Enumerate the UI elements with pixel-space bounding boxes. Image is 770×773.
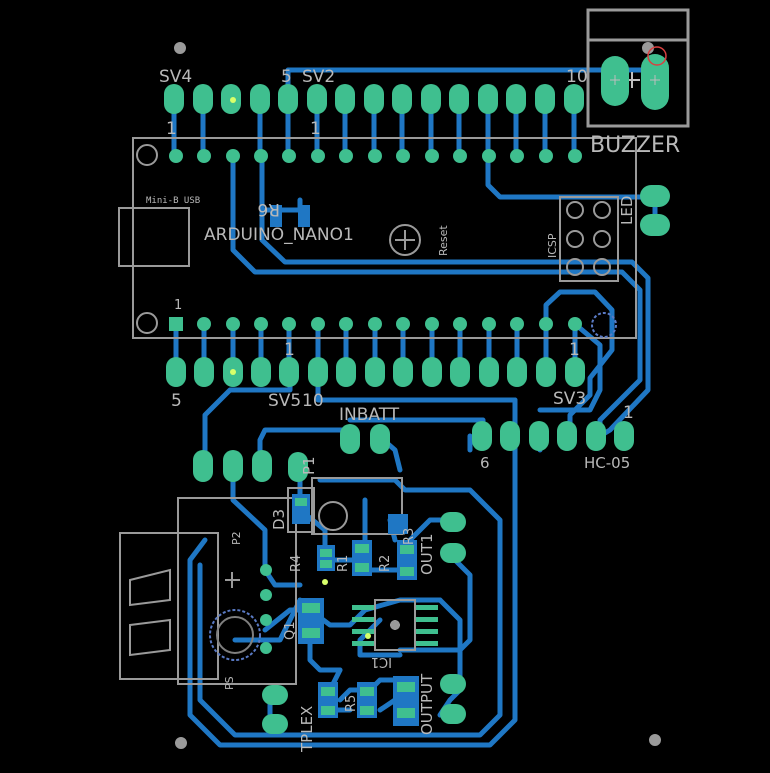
label-sv2-5: 5 bbox=[281, 67, 292, 87]
p1-pads bbox=[193, 450, 308, 482]
label-p1: P1 bbox=[300, 456, 318, 475]
label-ic1: IC1 bbox=[371, 654, 392, 669]
label-layer: SV4 5 SV2 10 1 1 BUZZER Mini-B USB R6 AR… bbox=[146, 67, 680, 753]
label-sv2-10: 10 bbox=[566, 67, 588, 87]
usb-connector-outline bbox=[118, 207, 190, 267]
label-r5: R5 bbox=[344, 695, 359, 712]
label-ps: PS bbox=[223, 676, 236, 690]
hc05-pads bbox=[472, 421, 634, 451]
label-sv4-1: 1 bbox=[166, 119, 177, 139]
label-hc05: HC-05 bbox=[584, 454, 630, 472]
label-r6: R6 bbox=[257, 199, 280, 219]
label-hc05-6: 6 bbox=[480, 454, 490, 472]
label-hc05-1: 1 bbox=[623, 403, 634, 423]
silkscreen-layer bbox=[118, 8, 690, 749]
label-sv4: SV4 bbox=[159, 67, 192, 87]
bottom-header-pads bbox=[166, 357, 585, 387]
label-sv5-10: 10 bbox=[302, 391, 324, 411]
label-sv5-5: 5 bbox=[171, 391, 182, 411]
label-r3: R3 bbox=[402, 528, 417, 545]
label-tplex: TPLEX bbox=[298, 706, 316, 753]
label-nano-pin1: 1 bbox=[174, 298, 182, 313]
icsp-outline bbox=[559, 196, 619, 282]
label-sv3: SV3 bbox=[553, 389, 586, 409]
label-led: LED bbox=[618, 196, 636, 225]
label-p2: P2 bbox=[230, 531, 243, 545]
buzzer-outline bbox=[586, 8, 690, 128]
label-sv5-1: 1 bbox=[284, 340, 295, 360]
reset-button-outline bbox=[389, 224, 421, 256]
label-sv2: SV2 bbox=[302, 67, 335, 87]
arduino-top-pins bbox=[169, 149, 582, 163]
label-icsp: ICSP bbox=[546, 233, 559, 258]
label-sv3-1: 1 bbox=[569, 340, 580, 360]
arduino-outline bbox=[132, 137, 637, 339]
label-r2: R2 bbox=[378, 555, 393, 572]
pad-layer bbox=[164, 54, 670, 734]
label-q1: Q1 bbox=[283, 621, 298, 640]
label-out1: OUT1 bbox=[418, 534, 436, 576]
dc-jack-outline bbox=[119, 532, 219, 680]
label-sv5: SV5 bbox=[268, 391, 301, 411]
top-header-pads bbox=[164, 84, 584, 114]
label-inbatt: INBATT bbox=[339, 405, 400, 425]
smd-parts bbox=[292, 494, 438, 726]
pot-outline bbox=[209, 609, 261, 661]
regulator-outline bbox=[177, 497, 297, 685]
label-reset: Reset bbox=[437, 225, 450, 256]
label-buzzer: BUZZER bbox=[590, 133, 680, 158]
label-arduino: ARDUINO_NANO1 bbox=[204, 225, 354, 245]
label-output: OUTPUT bbox=[418, 673, 436, 735]
label-r4: R4 bbox=[289, 555, 304, 572]
label-d3: D3 bbox=[270, 509, 288, 530]
arduino-bottom-pins bbox=[169, 317, 582, 331]
label-mini-usb: Mini-B USB bbox=[146, 196, 200, 206]
pad-crosshairs bbox=[591, 46, 667, 338]
label-sv2-1: 1 bbox=[310, 119, 321, 139]
label-r1: R1 bbox=[336, 555, 351, 572]
